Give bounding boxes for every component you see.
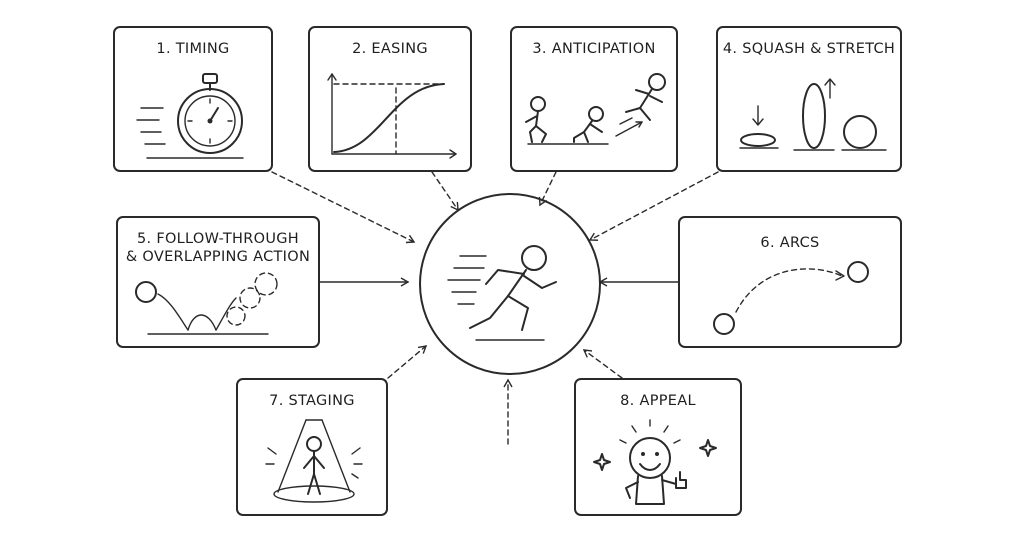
anticipation-figures-icon xyxy=(525,73,666,145)
card-appeal: 8. APPEAL xyxy=(574,378,742,516)
arrow-staging xyxy=(387,345,428,379)
squash-stretch-balls-icon xyxy=(739,78,887,151)
easing-curve-icon xyxy=(327,73,457,159)
arc-path-icon xyxy=(713,261,869,335)
squat-figure-icon xyxy=(573,106,604,143)
card-arcs: 6. ARCS xyxy=(678,216,902,348)
bouncing-ball-icon xyxy=(135,272,278,335)
card-title-squash: 4. SQUASH & STRETCH xyxy=(722,41,896,57)
card-title-staging: 7. STAGING xyxy=(269,393,355,409)
card-title-follow-line2: & OVERLAPPING ACTION xyxy=(125,249,311,265)
card-title-arcs: 6. ARCS xyxy=(760,235,820,251)
center-circle xyxy=(419,193,601,375)
card-easing: 2. EASING xyxy=(308,26,472,172)
leap-figure-icon xyxy=(615,73,666,137)
running-figure-icon xyxy=(447,245,557,341)
arrow-easing xyxy=(431,171,459,212)
arrow-appeal xyxy=(582,349,623,379)
arrow-squash xyxy=(588,171,719,241)
card-title-follow: 5. FOLLOW-THROUGH xyxy=(136,231,299,247)
smiling-thumbs-up-character-icon xyxy=(593,419,717,505)
card-squash-stretch: 4. SQUASH & STRETCH xyxy=(716,26,902,172)
card-staging: 7. STAGING xyxy=(236,378,388,516)
card-timing: 1. TIMING xyxy=(113,26,273,172)
card-title-easing: 2. EASING xyxy=(352,41,428,57)
spotlight-figure-icon xyxy=(265,419,363,503)
card-follow-through: 5. FOLLOW-THROUGH & OVERLAPPING ACTION xyxy=(116,216,320,348)
card-title-appeal: 8. APPEAL xyxy=(620,393,696,409)
stopwatch-icon xyxy=(136,73,244,159)
crouch-figure-icon xyxy=(525,96,547,143)
arrow-timing xyxy=(271,171,416,244)
card-title-timing: 1. TIMING xyxy=(156,41,230,57)
card-title-anticipation: 3. ANTICIPATION xyxy=(532,41,656,57)
card-anticipation: 3. ANTICIPATION xyxy=(510,26,678,172)
